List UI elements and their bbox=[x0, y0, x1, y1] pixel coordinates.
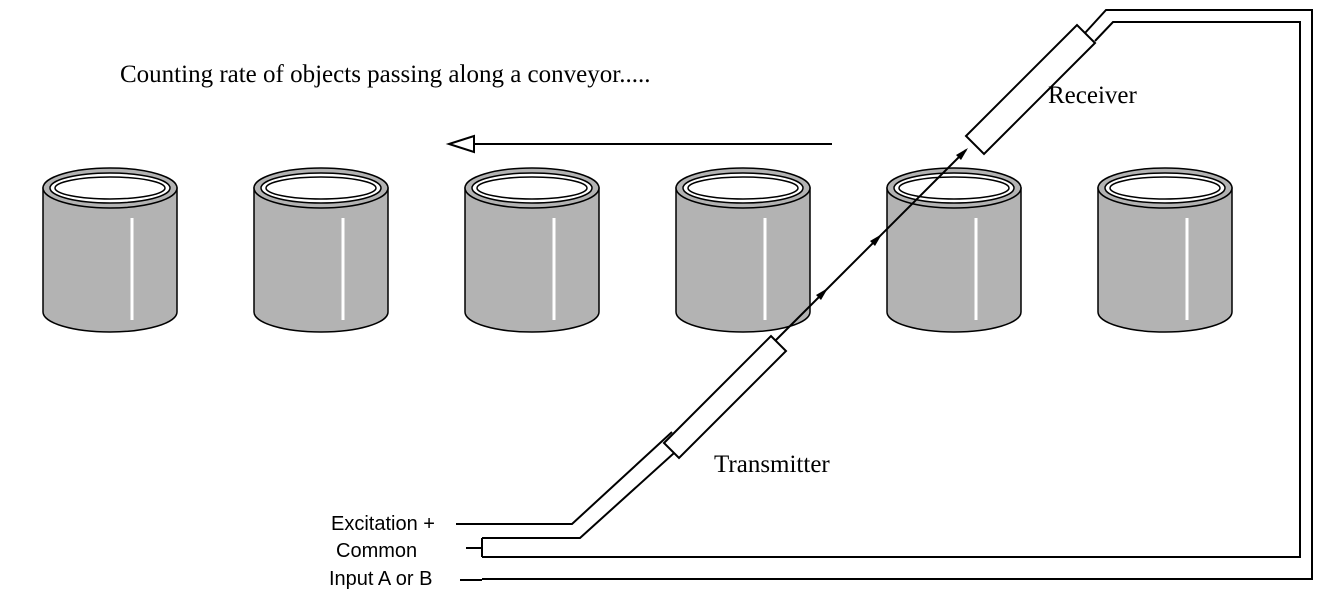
terminal-input-label: Input A or B bbox=[329, 568, 432, 590]
can-body bbox=[42, 187, 178, 333]
can-rim-inner bbox=[898, 176, 1010, 200]
terminal-common-label: Common bbox=[336, 540, 417, 562]
can-rim-inner bbox=[1109, 176, 1221, 200]
can-body bbox=[675, 187, 811, 333]
can-rim-inner bbox=[476, 176, 588, 200]
common-terminal-bracket bbox=[466, 538, 483, 557]
can-body bbox=[886, 187, 1022, 333]
can bbox=[675, 167, 811, 333]
can bbox=[886, 167, 1022, 333]
can-body bbox=[1097, 187, 1233, 333]
cans-row bbox=[42, 167, 1233, 333]
terminal-excitation-label: Excitation + bbox=[331, 513, 435, 535]
diagram-caption: Counting rate of objects passing along a… bbox=[120, 61, 650, 88]
can-rim-inner bbox=[687, 176, 799, 200]
can-body bbox=[253, 187, 389, 333]
transmitter-wire bbox=[456, 431, 685, 539]
receiver bbox=[964, 23, 1097, 156]
conveyor-direction-arrow bbox=[445, 134, 832, 154]
transmitter-label: Transmitter bbox=[714, 451, 830, 478]
can-rim-inner bbox=[265, 176, 377, 200]
receiver-label: Receiver bbox=[1048, 82, 1138, 109]
can bbox=[1097, 167, 1233, 333]
can bbox=[42, 167, 178, 333]
can bbox=[253, 167, 389, 333]
can bbox=[464, 167, 600, 333]
can-rim-inner bbox=[54, 176, 166, 200]
receiver-wires bbox=[482, 9, 1313, 580]
light-beam bbox=[771, 148, 968, 345]
transmitter bbox=[662, 334, 788, 460]
can-body bbox=[464, 187, 600, 333]
